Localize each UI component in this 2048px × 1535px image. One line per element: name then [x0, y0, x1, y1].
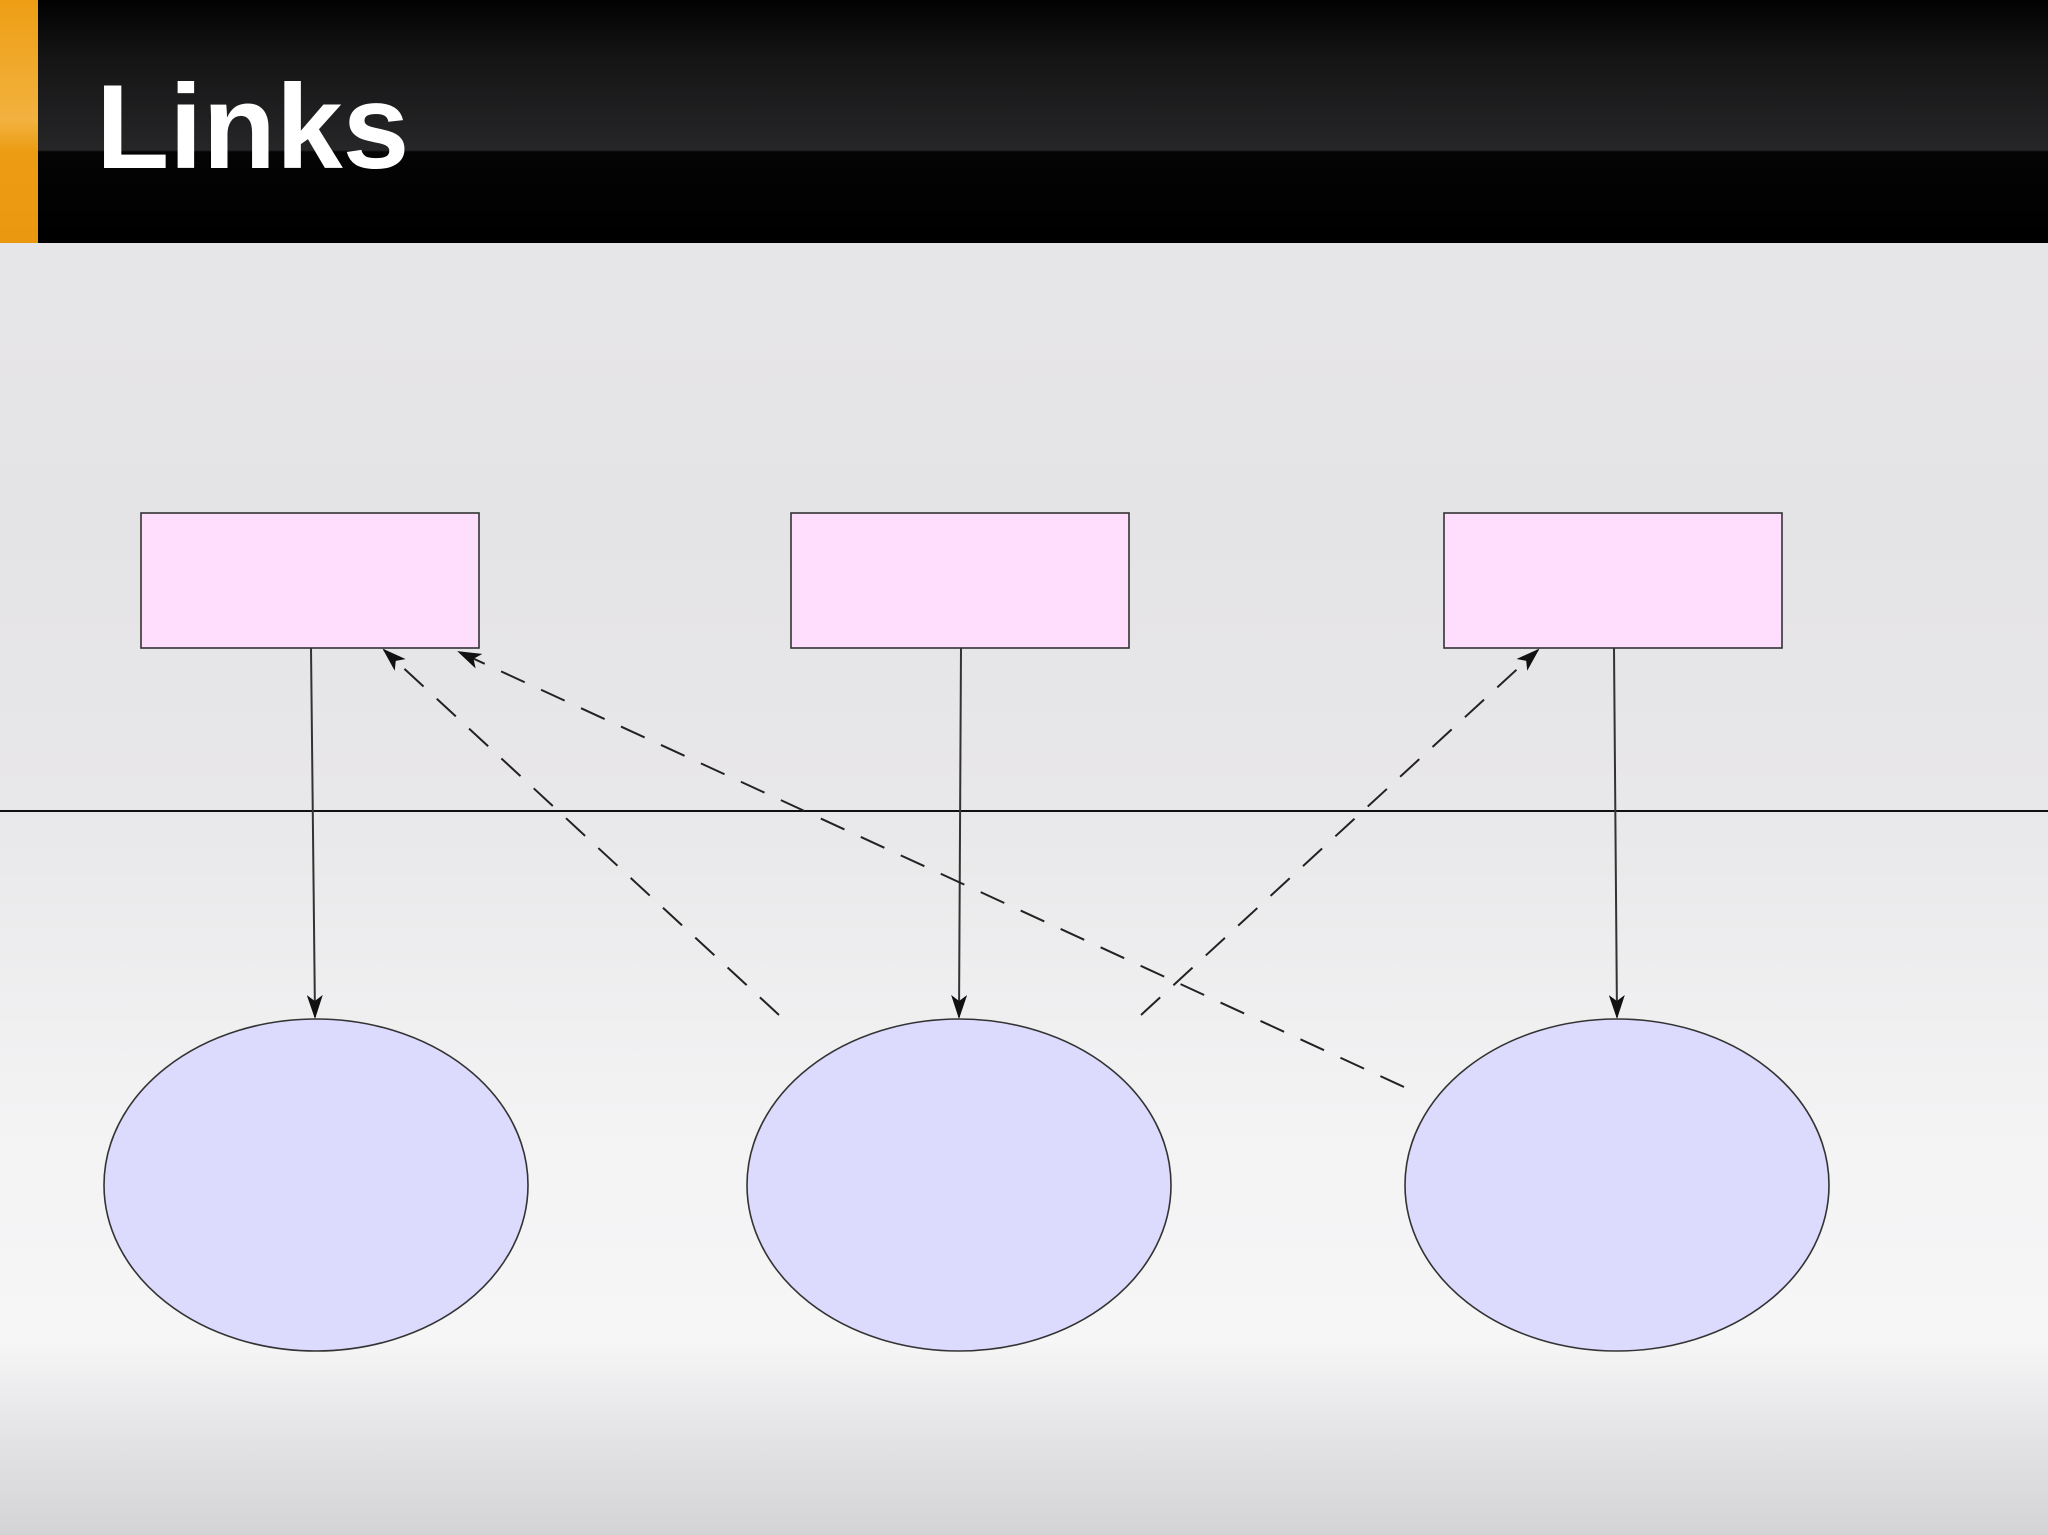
header-accent-bar [0, 0, 38, 243]
slide-header [0, 0, 2048, 243]
dashed-arrow-3 [1140, 648, 1540, 1016]
rectangle-node-3 [1443, 512, 1783, 649]
rectangle-node-1 [140, 512, 480, 649]
rectangle-node-2 [790, 512, 1130, 649]
slide-title: Links [96, 60, 410, 194]
dashed-arrow-1 [382, 648, 780, 1016]
solid-arrow-1 [306, 647, 323, 1019]
ellipse-node-1 [103, 1018, 529, 1352]
solid-arrow-3 [1608, 647, 1625, 1019]
solid-arrow-2 [951, 647, 968, 1019]
ellipse-node-3 [1404, 1018, 1830, 1352]
ellipse-node-2 [746, 1018, 1172, 1352]
